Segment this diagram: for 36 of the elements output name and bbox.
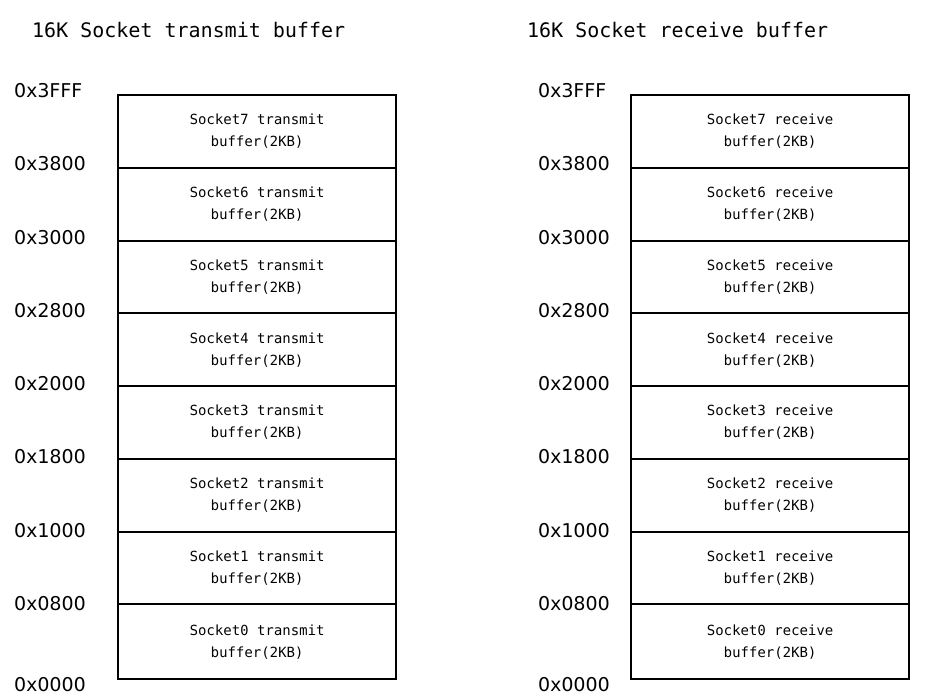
block-label: Socket3 receive buffer(2KB) xyxy=(706,402,834,444)
block-label: Socket2 transmit buffer(2KB) xyxy=(188,475,326,516)
block-label: Socket5 receive buffer(2KB) xyxy=(706,256,834,298)
address-label: 0x3FFF xyxy=(14,80,82,102)
address-label: 0x3000 xyxy=(14,226,86,248)
address-label: 0x3FFF xyxy=(538,80,606,102)
address-label: 0x0800 xyxy=(14,592,86,615)
address-label: 0x3000 xyxy=(538,226,610,248)
block-label: Socket3 transmit buffer(2KB) xyxy=(188,402,326,444)
address-label: 0x3800 xyxy=(538,153,610,176)
block-label: Socket7 transmit buffer(2KB) xyxy=(188,111,326,152)
memory-map-title: 16K Socket receive buffer xyxy=(527,18,828,42)
block-label: Socket7 receive buffer(2KB) xyxy=(706,111,834,152)
address-label: 0x2800 xyxy=(14,300,86,322)
block-label: Socket2 receive buffer(2KB) xyxy=(706,475,834,516)
block-label: Socket5 transmit buffer(2KB) xyxy=(188,256,326,298)
block-label: Socket4 receive buffer(2KB) xyxy=(706,330,834,371)
address-label: 0x0800 xyxy=(538,592,610,615)
block-label: Socket4 transmit buffer(2KB) xyxy=(188,330,326,371)
address-label: 0x1800 xyxy=(538,446,610,468)
block-label: Socket0 receive buffer(2KB) xyxy=(706,622,834,663)
address-label: 0x1800 xyxy=(14,446,86,468)
block-label: Socket6 receive buffer(2KB) xyxy=(706,184,834,226)
address-label: 0x1000 xyxy=(538,520,610,542)
block-label: Socket0 transmit buffer(2KB) xyxy=(188,622,326,663)
memory-map-title: 16K Socket transmit buffer xyxy=(32,18,346,42)
address-label: 0x1000 xyxy=(14,520,86,542)
address-label: 0x2000 xyxy=(14,373,86,395)
address-label: 0x0000 xyxy=(538,674,610,695)
address-label: 0x0000 xyxy=(14,674,86,695)
block-label: Socket6 transmit buffer(2KB) xyxy=(188,184,326,226)
address-label: 0x2800 xyxy=(538,300,610,322)
block-label: Socket1 receive buffer(2KB) xyxy=(706,548,834,589)
address-label: 0x2000 xyxy=(538,373,610,395)
address-label: 0x3800 xyxy=(14,153,86,176)
block-label: Socket1 transmit buffer(2KB) xyxy=(188,548,326,589)
